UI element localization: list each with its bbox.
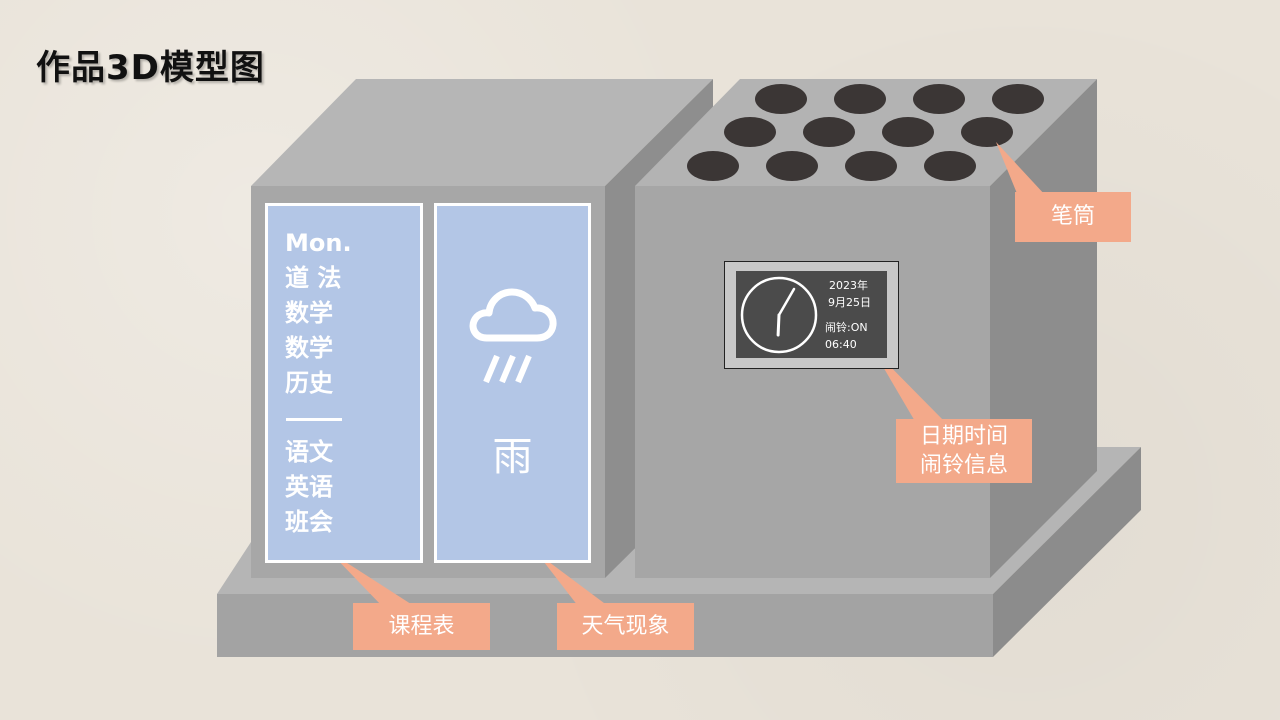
- left-block-top: [251, 79, 713, 186]
- pen-hole: [961, 117, 1013, 147]
- pen-hole: [766, 151, 818, 181]
- callout-datetime-line: 闹铃信息: [919, 453, 1008, 478]
- pen-hole: [882, 117, 934, 147]
- pen-hole: [803, 117, 855, 147]
- rain-cloud-icon: [469, 288, 557, 384]
- schedule-class: 语文: [285, 438, 333, 466]
- pen-hole: [834, 84, 886, 114]
- callout-schedule: 课程表: [353, 603, 490, 650]
- display-year: 2023年: [829, 279, 868, 292]
- pen-hole: [724, 117, 776, 147]
- schedule-class: 道 法: [285, 264, 342, 292]
- schedule-class: 英语: [285, 473, 333, 501]
- display-alarm-time: 06:40: [825, 338, 857, 351]
- schedule-class: 历史: [285, 369, 333, 397]
- schedule-class: 数学: [285, 334, 333, 362]
- base-side: [993, 447, 1141, 657]
- pen-hole: [924, 151, 976, 181]
- display-alarm-status: 闹铃:ON: [825, 321, 868, 334]
- pen-hole: [845, 151, 897, 181]
- clock-minute-hand: [777, 287, 796, 317]
- pen-holes: [687, 84, 1044, 181]
- display-date: 9月25日: [828, 296, 871, 309]
- weather-panel: 雨: [434, 203, 591, 563]
- schedule-day: Mon.: [285, 229, 352, 257]
- callout-pointer-weather: [537, 553, 608, 606]
- pen-holder-front: [635, 186, 990, 578]
- weather-text: 雨: [492, 434, 533, 480]
- callout-pointer-pen-holder: [996, 142, 1046, 196]
- pen-hole: [687, 151, 739, 181]
- pen-holder-top: [635, 79, 1097, 186]
- page-title: 作品3D模型图: [36, 48, 265, 88]
- schedule-divider: [286, 418, 342, 421]
- schedule-class: 班会: [285, 508, 333, 536]
- callout-pen-holder: 笔筒: [1015, 192, 1131, 242]
- callout-datetime-line: 日期时间: [919, 424, 1008, 449]
- clock-hour-hand: [776, 313, 781, 337]
- pen-hole: [992, 84, 1044, 114]
- clock-icon: [740, 276, 818, 354]
- callout-weather: 天气现象: [557, 603, 694, 650]
- callout-datetime: 日期时间 闹铃信息: [896, 419, 1032, 483]
- callout-pointer-schedule: [330, 552, 414, 606]
- pen-hole: [755, 84, 807, 114]
- pen-hole: [913, 84, 965, 114]
- display-screen: 2023年 9月25日 闹铃:ON 06:40: [736, 271, 887, 358]
- schedule-panel: Mon. 道 法 数学 数学 历史 语文 英语 班会: [265, 203, 423, 563]
- schedule-class: 数学: [285, 299, 333, 327]
